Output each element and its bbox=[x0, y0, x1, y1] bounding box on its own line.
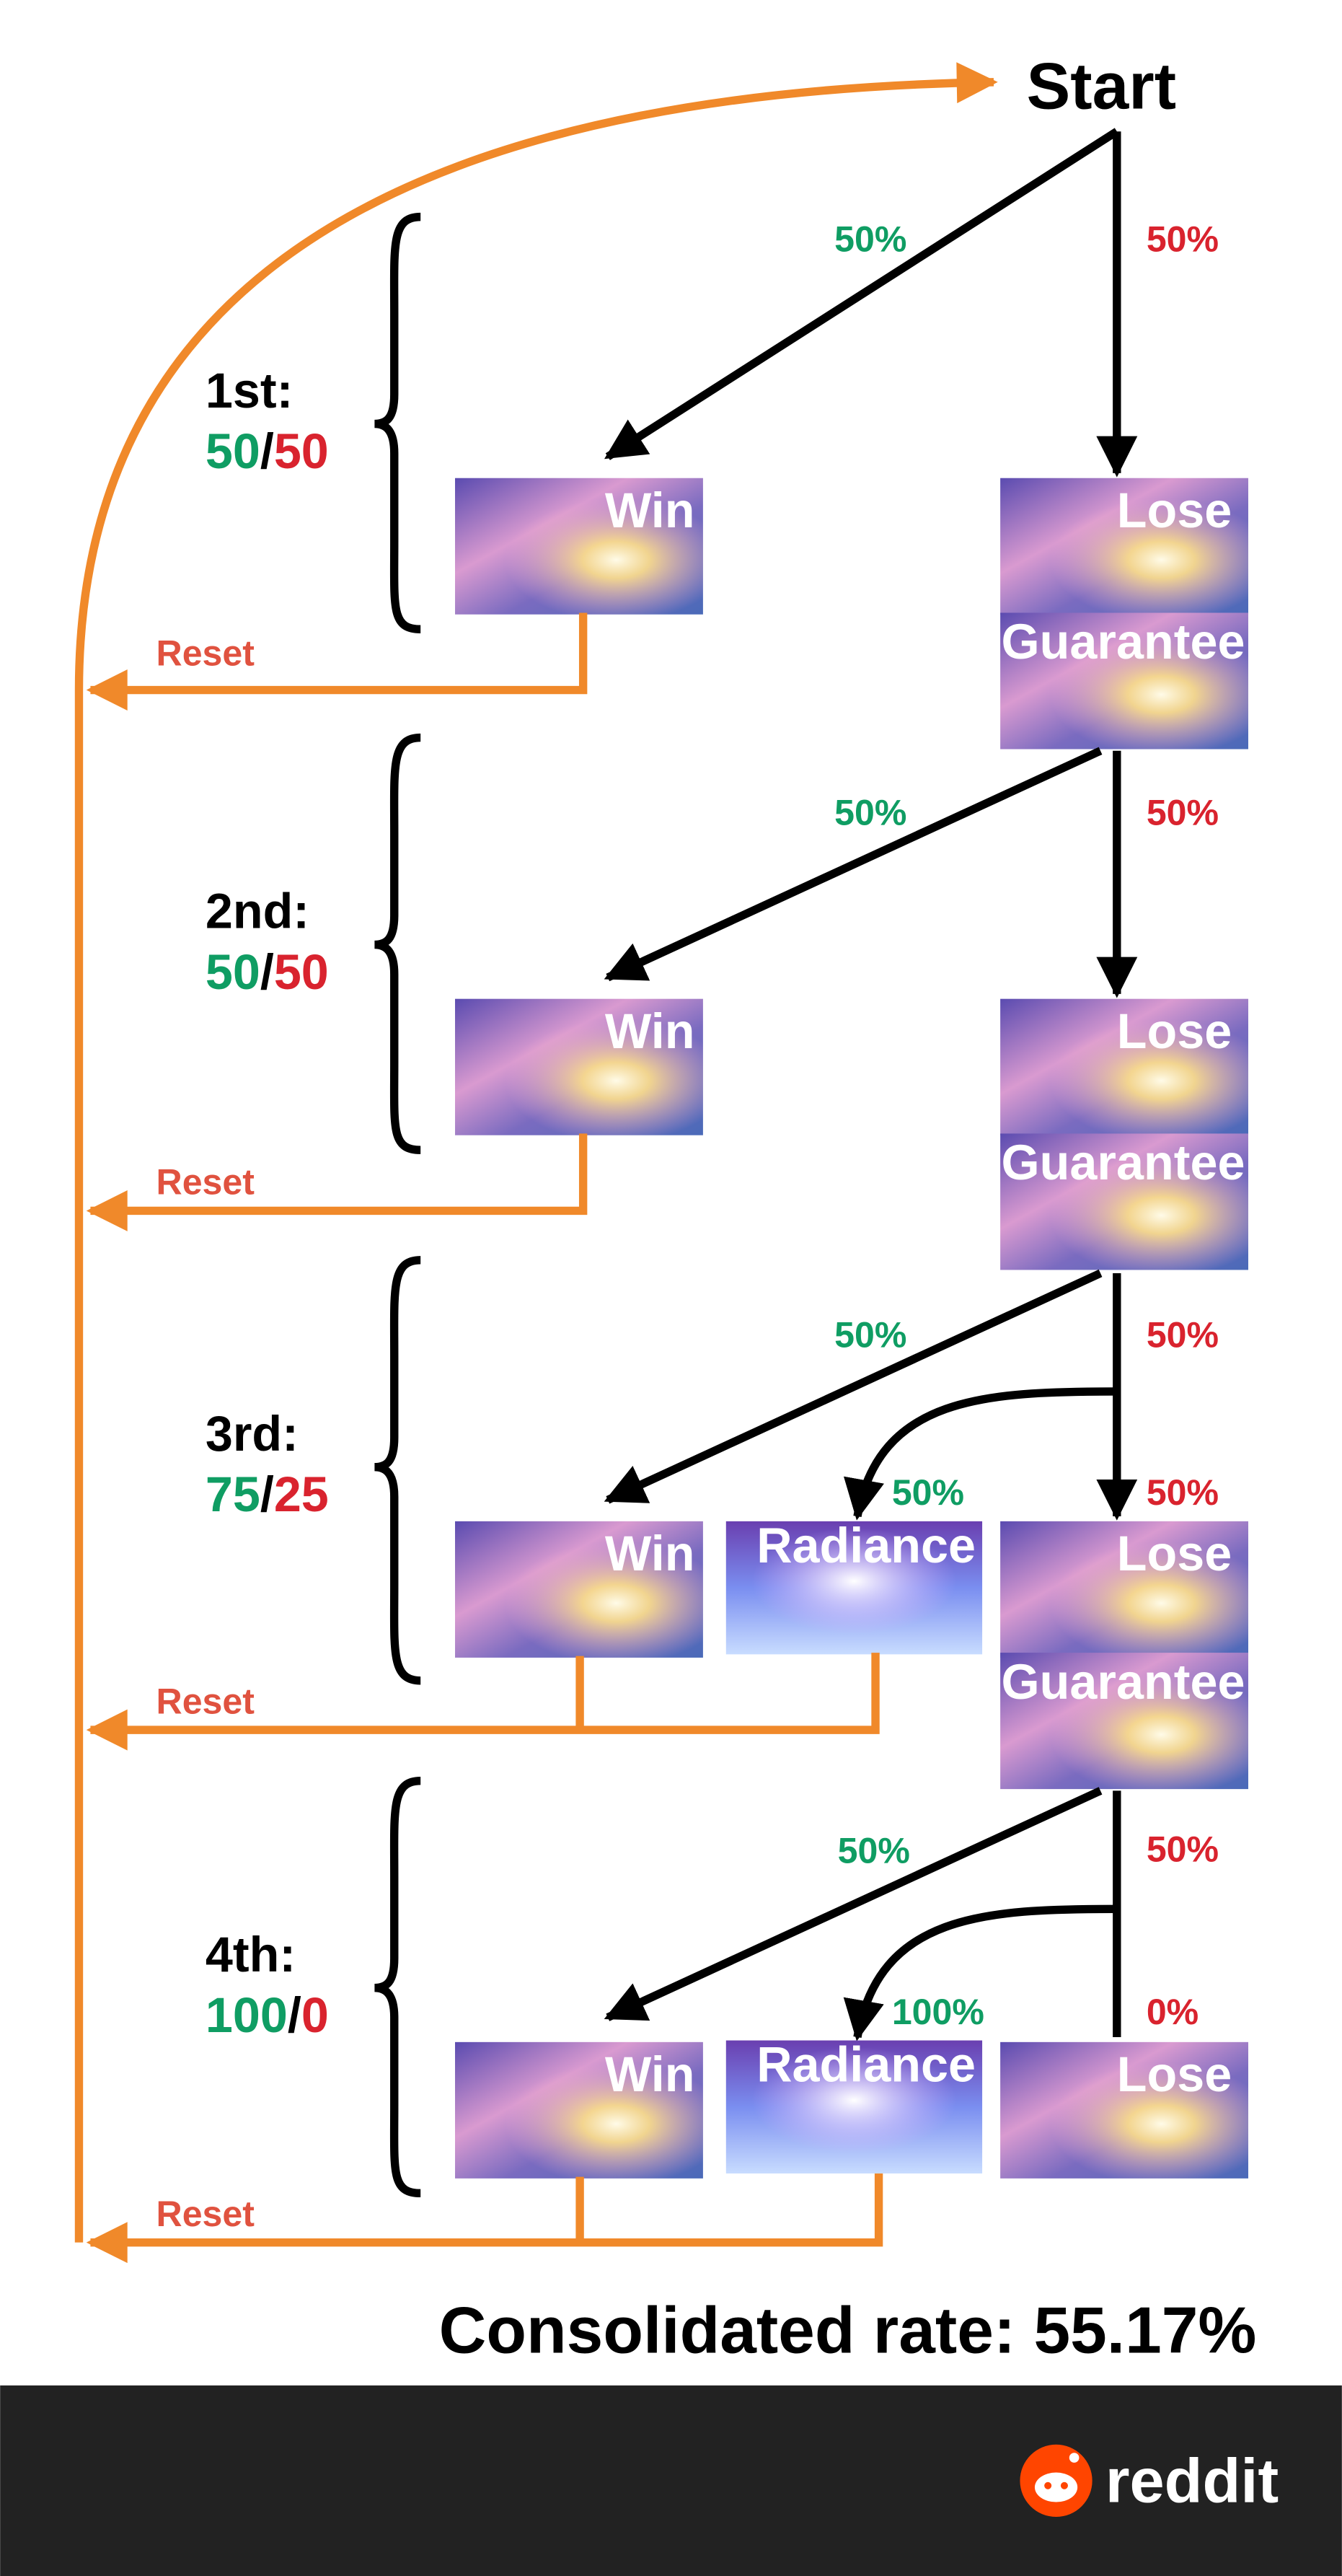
tile-lose: Lose bbox=[1117, 483, 1232, 538]
level-name: 4th: bbox=[206, 1927, 296, 1982]
tile-win: Win bbox=[605, 1526, 695, 1581]
level-4: 50% 50% 100% 0% 4th: 100/0 Win Radiance … bbox=[90, 1777, 1249, 2243]
tile-win: Win bbox=[605, 483, 695, 538]
tile-lose: Lose bbox=[1117, 1526, 1232, 1581]
prob-lose: 50% bbox=[1147, 792, 1219, 832]
tile-lose: Lose bbox=[1117, 2047, 1232, 2102]
tile-win: Win bbox=[605, 2047, 695, 2102]
reset-label: Reset bbox=[156, 1162, 255, 1203]
tile-guarantee: Guarantee bbox=[1002, 1135, 1245, 1190]
brace-icon bbox=[374, 212, 421, 633]
reset-arrow bbox=[90, 2173, 883, 2243]
tile-guarantee: Guarantee bbox=[1002, 615, 1245, 669]
tile-guarantee: Guarantee bbox=[1002, 1655, 1245, 1710]
reset-arrow bbox=[90, 1653, 880, 1730]
level-2: 50% 50% 2nd: 50/50 Win Lose Guarantee Re… bbox=[86, 733, 1249, 1270]
prob-lose: 50% bbox=[1147, 219, 1219, 259]
prob-win: 50% bbox=[838, 1831, 910, 1871]
prob-lose: 50% bbox=[1147, 1314, 1219, 1355]
reset-label: Reset bbox=[156, 2194, 255, 2234]
consolidated-rate: Consolidated rate: 55.17% bbox=[439, 2294, 1257, 2367]
prob-lose-final: 0% bbox=[1147, 1992, 1198, 2032]
level-1: 50% 50% 1st: 50/50 Win Lose Guarantee Re… bbox=[86, 128, 1249, 749]
arrow-win bbox=[604, 1787, 1103, 2021]
tile-lose: Lose bbox=[1117, 1004, 1232, 1059]
level-ratio: 75/25 bbox=[206, 1467, 329, 1522]
reset-arrow bbox=[86, 1133, 588, 1231]
brace-icon bbox=[374, 1777, 421, 2198]
level-ratio: 50/50 bbox=[206, 424, 329, 479]
reset-label: Reset bbox=[156, 633, 255, 673]
reset-label: Reset bbox=[156, 1681, 255, 1721]
level-name: 3rd: bbox=[206, 1407, 299, 1461]
arrow-win bbox=[604, 1269, 1103, 1504]
arrow-radiance bbox=[843, 1387, 1117, 1521]
footer-brand: reddit bbox=[1105, 2447, 1279, 2516]
prob-lose-final: 50% bbox=[1147, 1472, 1219, 1513]
level-name: 1st: bbox=[206, 364, 293, 418]
prob-win: 50% bbox=[834, 219, 906, 259]
prob-win: 50% bbox=[834, 792, 906, 832]
level-ratio: 100/0 bbox=[206, 1988, 329, 2043]
reset-arrow bbox=[86, 612, 588, 711]
start-label: Start bbox=[1027, 50, 1177, 123]
level-name: 2nd: bbox=[206, 884, 309, 939]
prob-win: 50% bbox=[834, 1314, 906, 1355]
arrow-win bbox=[604, 747, 1103, 982]
level-3: 50% 50% 50% 50% 3rd: 75/25 Win Radiance … bbox=[90, 1256, 1249, 1790]
brace-icon bbox=[374, 733, 421, 1154]
reset-return-arrow bbox=[74, 62, 998, 2243]
footer-bar bbox=[0, 2385, 1342, 2576]
level-ratio: 50/50 bbox=[206, 945, 329, 1000]
tile-radiance: Radiance bbox=[756, 1518, 976, 1573]
tile-win: Win bbox=[605, 1004, 695, 1059]
arrow-win bbox=[604, 128, 1119, 460]
arrow-radiance bbox=[843, 1904, 1117, 2041]
prob-lose: 50% bbox=[1147, 1829, 1219, 1869]
prob-radiance: 100% bbox=[892, 1992, 984, 2032]
prob-radiance: 50% bbox=[892, 1472, 964, 1513]
reddit-logo-icon bbox=[1020, 2444, 1092, 2518]
tile-radiance: Radiance bbox=[756, 2037, 976, 2092]
brace-icon bbox=[374, 1256, 421, 1685]
